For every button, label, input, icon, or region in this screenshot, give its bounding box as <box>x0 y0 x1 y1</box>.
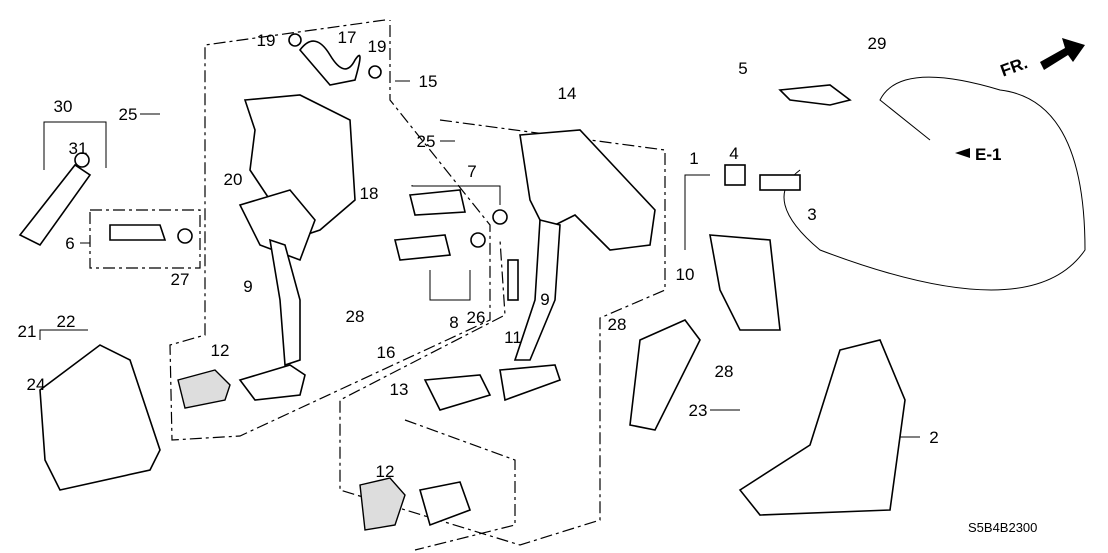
callout-30: 30 <box>54 97 73 116</box>
callout-5: 5 <box>738 59 747 78</box>
reference-arrow-icon <box>955 148 970 158</box>
callout-26: 26 <box>467 308 486 327</box>
callout-21: 21 <box>18 322 37 341</box>
callout-10: 10 <box>676 265 695 284</box>
callout-27: 27 <box>171 270 190 289</box>
callout-11: 11 <box>504 328 522 347</box>
callout-7: 7 <box>467 162 476 181</box>
callout-25: 25 <box>417 132 436 151</box>
callout-9: 9 <box>243 277 252 296</box>
callout-6: 6 <box>65 234 74 253</box>
callout-28: 28 <box>608 315 627 334</box>
diagram-code: S5B4B2300 <box>968 520 1037 535</box>
callout-17: 17 <box>338 28 357 47</box>
callout-28: 28 <box>346 307 365 326</box>
callout-22: 22 <box>57 312 76 331</box>
reference-label: E-1 <box>975 145 1001 164</box>
callout-13: 13 <box>390 380 409 399</box>
front-arrow-icon <box>1040 38 1085 70</box>
callout-3: 3 <box>807 205 816 224</box>
callout-14: 14 <box>558 84 577 103</box>
switches <box>18 152 519 301</box>
front-direction-label: FR. <box>998 53 1030 80</box>
clutch-pedal-bracket <box>177 33 382 409</box>
callout-28: 28 <box>715 362 734 381</box>
pedal-pads-box <box>404 419 516 551</box>
callout-19: 19 <box>257 31 276 50</box>
brake-pedal-bracket <box>359 129 656 531</box>
callout-20: 20 <box>224 170 243 189</box>
callout-8: 8 <box>449 313 458 332</box>
callout-23: 23 <box>689 401 708 420</box>
callout-19: 19 <box>368 37 387 56</box>
leader-lines <box>39 80 920 438</box>
accelerator-assembly <box>629 76 1086 431</box>
callout-31: 31 <box>69 139 88 158</box>
callout-16: 16 <box>377 343 396 362</box>
callout-4: 4 <box>729 144 738 163</box>
callout-29: 29 <box>868 34 887 53</box>
callout-12: 12 <box>211 341 230 360</box>
callout-24: 24 <box>27 375 46 394</box>
callout-18: 18 <box>360 184 379 203</box>
callout-1: 1 <box>689 149 698 168</box>
callout-9: 9 <box>540 290 549 309</box>
callout-25: 25 <box>119 105 138 124</box>
callout-2: 2 <box>929 428 938 447</box>
callout-15: 15 <box>419 72 438 91</box>
switch-box <box>89 209 201 269</box>
callout-12: 12 <box>376 462 395 481</box>
pedal-covers <box>39 339 906 516</box>
clutch-pedal-assembly-box <box>169 19 491 441</box>
